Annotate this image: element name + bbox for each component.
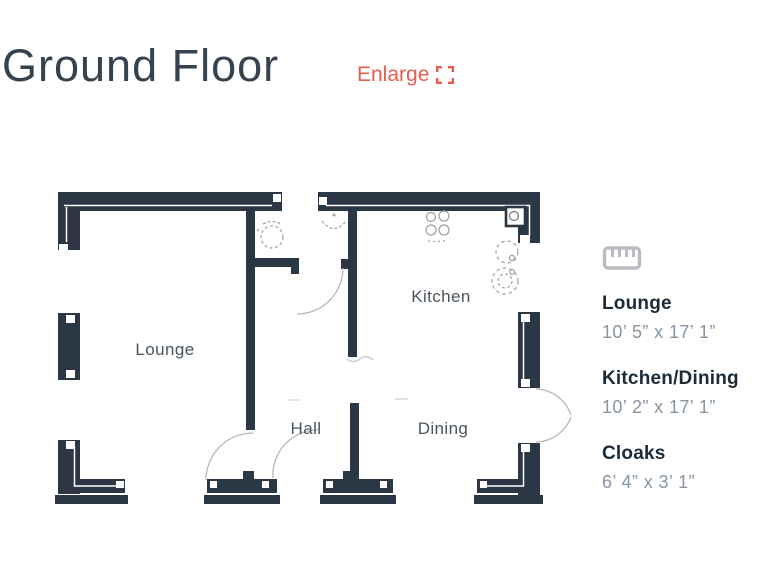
door-arcs — [205, 267, 572, 481]
expand-icon — [436, 66, 455, 84]
enlarge-button[interactable]: Enlarge — [357, 63, 455, 87]
wall-seams — [64, 204, 531, 487]
page-title: Ground Floor — [2, 40, 280, 91]
walls — [55, 192, 543, 504]
dimension-room-size: 10’ 5” x 17’ 1” — [602, 322, 716, 342]
toilet-icon — [257, 220, 284, 249]
enlarge-label: Enlarge — [357, 63, 430, 86]
window-notches — [59, 194, 530, 488]
room-label-lounge: Lounge — [135, 340, 195, 359]
dimensions-panel: Lounge 10’ 5” x 17’ 1” Kitchen/Dining 10… — [602, 245, 768, 518]
dimension-room-name: Kitchen/Dining — [602, 368, 739, 389]
appliance-icons — [491, 240, 519, 295]
dimension-entry-kitchen-dining: Kitchen/Dining 10’ 2” x 17’ 1” — [602, 368, 768, 418]
dimension-entry-lounge: Lounge 10’ 5” x 17’ 1” — [602, 293, 768, 343]
dimension-room-size: 6’ 4” x 3’ 1” — [602, 472, 695, 492]
dimension-room-name: Cloaks — [602, 443, 666, 464]
room-label-kitchen: Kitchen — [411, 287, 471, 306]
fixtures — [257, 205, 527, 295]
hob-icon — [425, 210, 450, 243]
basin-icon — [321, 213, 347, 230]
dimension-room-name: Lounge — [602, 293, 672, 314]
ruler-icon — [602, 246, 642, 270]
dimension-room-size: 10’ 2” x 17’ 1” — [602, 397, 716, 417]
dimension-entry-cloaks: Cloaks 6’ 4” x 3’ 1” — [602, 443, 768, 493]
room-label-hall: Hall — [290, 419, 322, 438]
sink-icon — [504, 205, 527, 228]
room-label-dining: Dining — [417, 419, 469, 438]
